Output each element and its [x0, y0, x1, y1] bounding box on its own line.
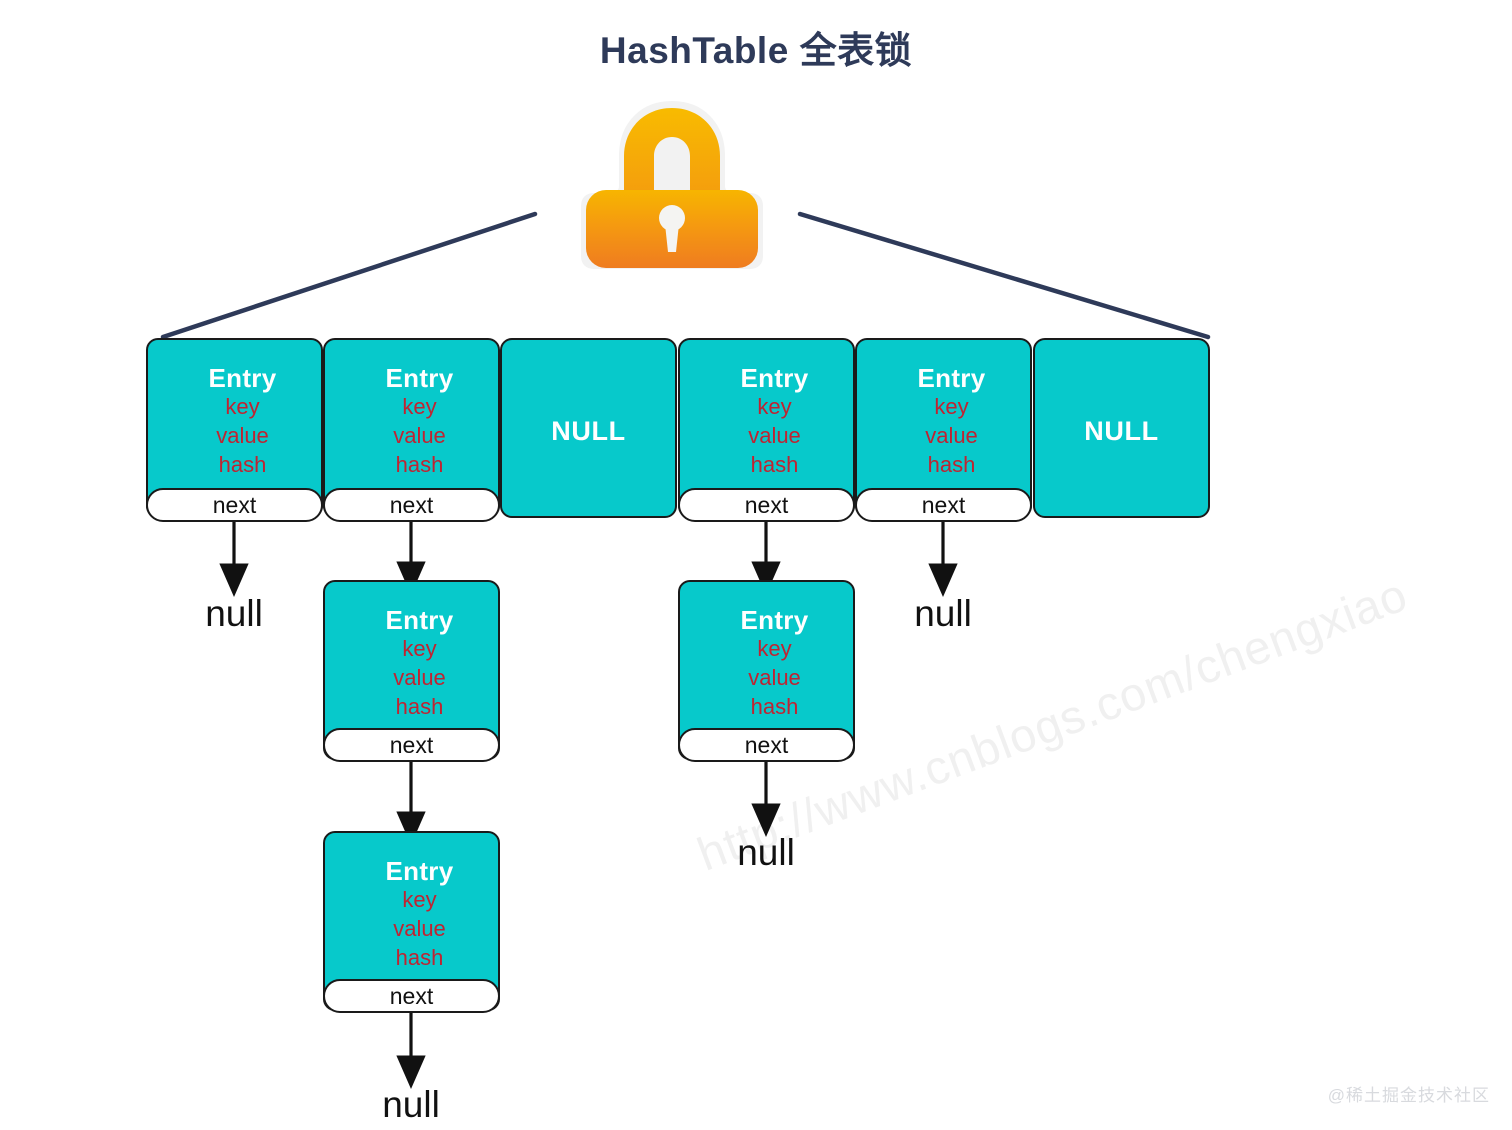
entry-field-value: value: [925, 423, 978, 449]
entry-field-key: key: [402, 394, 437, 420]
bucket-3-text: Entry key value hash: [680, 364, 853, 479]
terminator-bucket4: null: [914, 593, 972, 634]
chain-b1-node-2-text: Entry key value hash: [325, 857, 498, 972]
bucket-2[interactable]: NULL: [500, 338, 677, 518]
bucket-0-next[interactable]: next: [146, 488, 323, 522]
entry-field-key: key: [402, 636, 437, 662]
terminator-chain-b1: null: [382, 1084, 440, 1125]
entry-field-value: value: [393, 423, 446, 449]
entry-title: Entry: [385, 605, 454, 635]
entry-field-key: key: [757, 394, 792, 420]
bucket-1-text: Entry key value hash: [325, 364, 498, 479]
bucket-1-next[interactable]: next: [323, 488, 500, 522]
entry-field-value: value: [216, 423, 269, 449]
entry-field-value: value: [748, 665, 801, 691]
entry-field-hash: hash: [395, 452, 444, 478]
entry-field-hash: hash: [395, 694, 444, 720]
bucket-5[interactable]: NULL: [1033, 338, 1210, 518]
entry-field-key: key: [934, 394, 969, 420]
lock-right-line: [797, 211, 1211, 340]
chain-b1-node-1-next[interactable]: next: [323, 728, 500, 762]
entry-field-key: key: [225, 394, 260, 420]
bucket-2-null-label: NULL: [551, 416, 626, 446]
watermark-brand: @稀土掘金技术社区: [1327, 1086, 1490, 1105]
chain-b3-node-1-text: Entry key value hash: [680, 606, 853, 721]
lock-left-line: [160, 211, 538, 340]
entry-field-value: value: [393, 916, 446, 942]
bucket-3-next[interactable]: next: [678, 488, 855, 522]
entry-title: Entry: [740, 605, 809, 635]
entry-field-value: value: [748, 423, 801, 449]
entry-title: Entry: [917, 363, 986, 393]
entry-field-key: key: [757, 636, 792, 662]
entry-field-hash: hash: [218, 452, 267, 478]
chain-b3-node-1-next[interactable]: next: [678, 728, 855, 762]
entry-field-hash: hash: [927, 452, 976, 478]
chain-b1-node-2-next[interactable]: next: [323, 979, 500, 1013]
entry-field-hash: hash: [750, 452, 799, 478]
entry-field-hash: hash: [750, 694, 799, 720]
entry-title: Entry: [740, 363, 809, 393]
entry-title: Entry: [385, 856, 454, 886]
bucket-5-null-label: NULL: [1084, 416, 1159, 446]
page-title: HashTable 全表锁: [599, 30, 913, 71]
chain-b1-node-1-text: Entry key value hash: [325, 606, 498, 721]
bucket-0-text: Entry key value hash: [148, 364, 321, 479]
entry-title: Entry: [208, 363, 277, 393]
entry-field-key: key: [402, 887, 437, 913]
entry-title: Entry: [385, 363, 454, 393]
entry-field-hash: hash: [395, 945, 444, 971]
entry-field-value: value: [393, 665, 446, 691]
terminator-bucket0: null: [205, 593, 263, 634]
terminator-chain-b3: null: [737, 832, 795, 873]
bucket-4-next[interactable]: next: [855, 488, 1032, 522]
bucket-4-text: Entry key value hash: [857, 364, 1030, 479]
padlock-icon: [560, 86, 784, 283]
